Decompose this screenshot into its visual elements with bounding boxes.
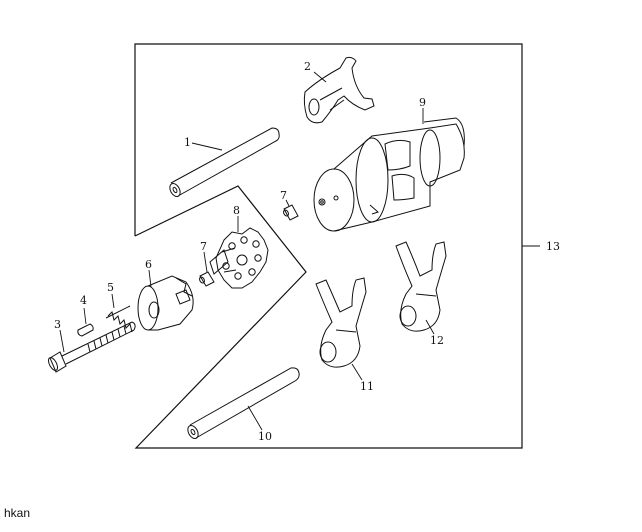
shift-fork-part-12 (395, 241, 447, 332)
pin-part-7-upper (283, 204, 299, 221)
callout-8: 8 (233, 204, 240, 217)
callout-13: 13 (546, 240, 560, 253)
callout-3: 3 (54, 318, 61, 331)
shift-rod-part-10 (187, 367, 300, 440)
leader-7b (203, 251, 208, 273)
leader-11 (351, 363, 363, 381)
callout-5: 5 (107, 281, 114, 294)
spring-part-5 (105, 305, 133, 333)
cam-plate-part-8 (209, 227, 269, 289)
callout-12: 12 (430, 334, 444, 347)
leader-1 (191, 142, 223, 151)
shift-fork-part-2 (303, 56, 375, 124)
callout-1: 1 (184, 136, 191, 149)
callout-2: 2 (304, 60, 311, 73)
leader-3 (59, 329, 65, 353)
shift-drum-part-9 (313, 117, 465, 232)
callout-9: 9 (419, 96, 426, 109)
pin-part-7-lower (199, 271, 215, 287)
callout-7b: 7 (200, 240, 207, 253)
callout-6: 6 (145, 258, 152, 271)
shift-rod-part-1 (169, 127, 280, 198)
plunger-part-4 (77, 323, 94, 337)
assembly-frame (134, 43, 523, 449)
callout-4: 4 (80, 294, 87, 307)
callout-10: 10 (258, 430, 272, 443)
callout-11: 11 (360, 380, 374, 393)
footer-label: hkan (4, 506, 31, 520)
cam-segment-part-6 (137, 275, 194, 331)
leader-6 (148, 269, 152, 288)
callout-7a: 7 (280, 189, 287, 202)
leader-2 (313, 71, 327, 83)
bolt-part-3 (47, 321, 136, 373)
leader-12 (425, 319, 435, 335)
shift-fork-part-11 (315, 277, 367, 368)
leader-5 (111, 293, 115, 309)
leader-10 (247, 405, 263, 431)
leader-4 (83, 307, 87, 325)
leader-7a (285, 199, 290, 207)
